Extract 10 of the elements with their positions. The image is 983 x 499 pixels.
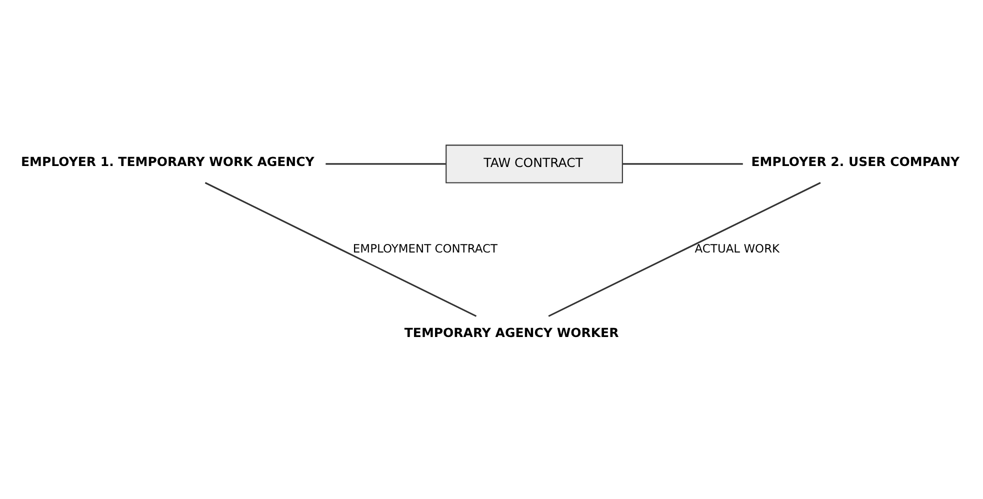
node-box: TAW CONTRACT: [446, 144, 623, 184]
edge-label: EMPLOYMENT CONTRACT: [352, 241, 498, 256]
connector: [204, 182, 477, 317]
edge-label: ACTUAL WORK: [694, 241, 780, 256]
connector: [548, 182, 821, 317]
connector: [326, 163, 446, 165]
node-text: EMPLOYER 2. USER COMPANY: [751, 154, 960, 170]
node-text: EMPLOYER 1. TEMPORARY WORK AGENCY: [20, 154, 314, 170]
node-text: TEMPORARY AGENCY WORKER: [404, 325, 619, 340]
connector: [622, 163, 743, 165]
